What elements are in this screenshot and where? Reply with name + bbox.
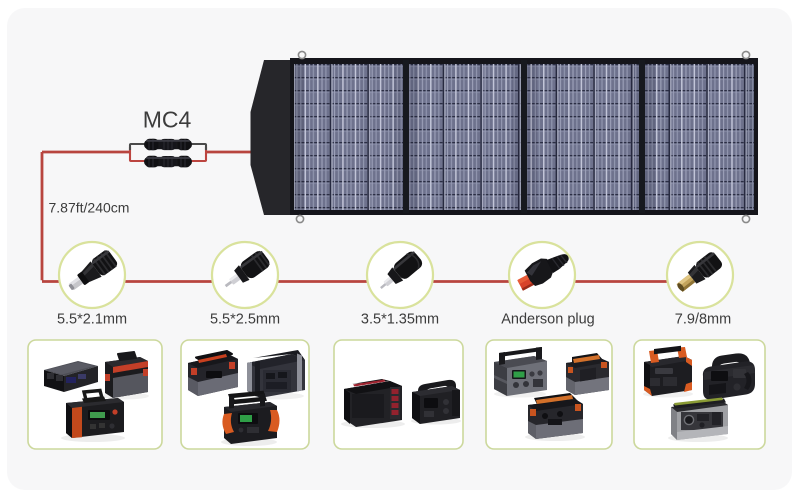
svg-text:MC4: MC4: [143, 107, 192, 133]
svg-text:5.5*2.1mm: 5.5*2.1mm: [57, 312, 127, 328]
svg-text:5.5*2.5mm: 5.5*2.5mm: [210, 312, 280, 328]
svg-text:Anderson plug: Anderson plug: [501, 312, 595, 328]
svg-text:7.9/8mm: 7.9/8mm: [675, 312, 731, 328]
svg-text:3.5*1.35mm: 3.5*1.35mm: [361, 312, 439, 328]
svg-text:7.87ft/240cm: 7.87ft/240cm: [49, 200, 130, 216]
